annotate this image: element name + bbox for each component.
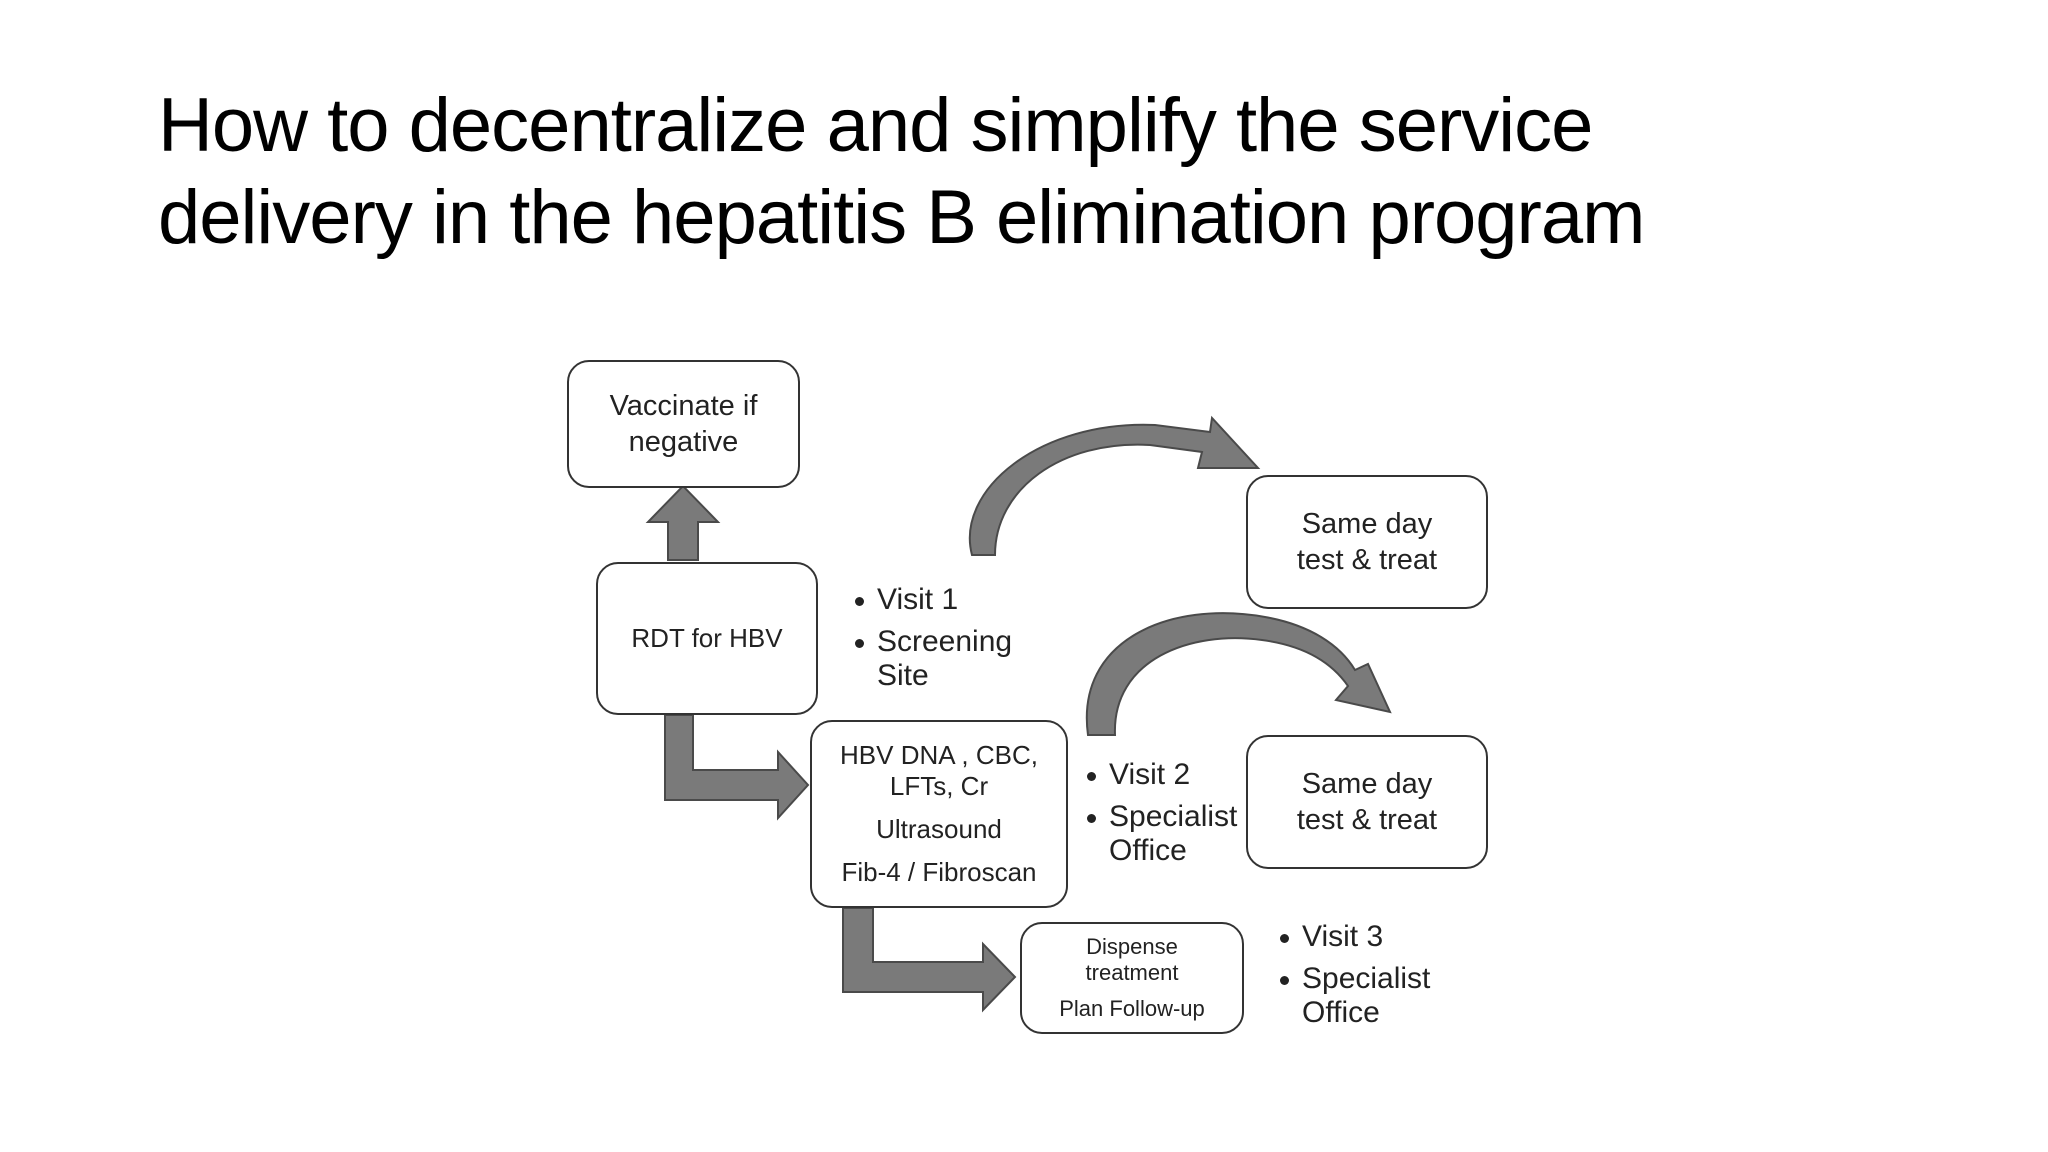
rdt-box: RDT for HBV — [596, 562, 818, 715]
dispense-line-2: treatment — [1085, 960, 1179, 985]
vaccinate-line-2: negative — [628, 426, 739, 458]
visit-1-notes: Visit 1 Screening Site — [855, 583, 1012, 693]
visit-1-location-bullet: Screening Site — [855, 625, 1012, 693]
visit-3-label: Visit 3 — [1302, 920, 1384, 953]
curved-arrow-2 — [1085, 612, 1392, 736]
visit-2-location-line-1: Specialist — [1109, 800, 1238, 833]
visit-3-notes: Visit 3 Specialist Office — [1280, 920, 1430, 1030]
same-day-2-line-1: Same day — [1301, 768, 1433, 800]
visit-3-location-line-1: Specialist — [1302, 962, 1431, 995]
visit-1-location-line-2: Site — [877, 659, 929, 692]
visit-2-label: Visit 2 — [1109, 758, 1191, 791]
elbow-arrow-2 — [842, 907, 1017, 1013]
rdt-label: RDT for HBV — [631, 623, 783, 653]
visit-2-location-line-2: Office — [1109, 834, 1187, 867]
visit-1-bullet: Visit 1 — [855, 583, 1012, 617]
same-day-box-1: Same day test & treat — [1246, 475, 1488, 609]
visit-2-bullet: Visit 2 — [1087, 758, 1237, 792]
same-day-1-line-1: Same day — [1301, 508, 1433, 540]
dispense-box: Dispense treatment Plan Follow-up — [1020, 922, 1244, 1034]
slide-title: How to decentralize and simplify the ser… — [158, 80, 1958, 264]
same-day-box-2: Same day test & treat — [1246, 735, 1488, 869]
visit-1-label: Visit 1 — [877, 583, 959, 616]
title-line-2: delivery in the hepatitis B elimination … — [158, 175, 1645, 260]
visit-2-notes: Visit 2 Specialist Office — [1087, 758, 1237, 868]
elbow-arrow-1 — [664, 714, 810, 821]
tests-line-2: LFTs, Cr — [889, 771, 989, 801]
dispense-line-3: Plan Follow-up — [1059, 996, 1205, 1021]
visit-3-location-line-2: Office — [1302, 996, 1380, 1029]
tests-line-1: HBV DNA , CBC, — [840, 740, 1038, 770]
curved-arrow-1 — [969, 415, 1261, 556]
up-arrow — [645, 484, 721, 561]
dispense-line-1: Dispense — [1086, 934, 1178, 959]
visit-2-location-bullet: Specialist Office — [1087, 800, 1237, 868]
vaccinate-line-1: Vaccinate if — [609, 390, 758, 422]
tests-line-3: Ultrasound — [876, 814, 1002, 844]
tests-box: HBV DNA , CBC, LFTs, Cr Ultrasound Fib-4… — [810, 720, 1068, 908]
tests-line-4: Fib-4 / Fibroscan — [841, 857, 1037, 887]
visit-1-location-line-1: Screening — [877, 625, 1013, 658]
visit-3-location-bullet: Specialist Office — [1280, 962, 1430, 1030]
same-day-1-line-2: test & treat — [1296, 544, 1438, 576]
title-line-1: How to decentralize and simplify the ser… — [158, 83, 1593, 168]
visit-3-bullet: Visit 3 — [1280, 920, 1430, 954]
vaccinate-box: Vaccinate if negative — [567, 360, 800, 488]
same-day-2-line-2: test & treat — [1296, 804, 1438, 836]
